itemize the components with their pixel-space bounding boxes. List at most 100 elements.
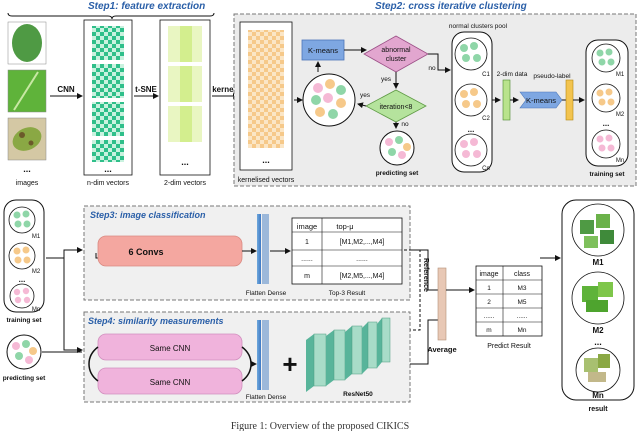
left-training-label: training set [6, 317, 42, 324]
dots: ... [468, 125, 475, 134]
result-m1-leaves [580, 214, 614, 248]
arrow-no [428, 53, 451, 73]
mn-points [596, 134, 615, 152]
result-m2-label: M2 [592, 326, 604, 335]
predict-cell: m [486, 327, 491, 334]
kmeans2-label: K-means [526, 96, 556, 105]
arrow [410, 249, 438, 291]
same-cnn-label-1: Same CNN [150, 344, 191, 353]
result-label: result [588, 406, 608, 413]
m1-label: M1 [616, 72, 625, 78]
arrow [410, 319, 438, 365]
dots: ... [181, 157, 189, 167]
left-m2-points [13, 246, 31, 264]
predict-cell: 1 [487, 285, 491, 292]
left-cluster-mn [9, 283, 35, 309]
cluster-cn [454, 133, 488, 167]
left-m1-points [13, 210, 31, 228]
disease-spot-icon [28, 140, 34, 146]
ndim-vector [92, 140, 124, 162]
arrow [46, 257, 83, 353]
predict-cell: Mn [517, 327, 526, 334]
ndim-vector [92, 102, 124, 136]
dots: ... [262, 155, 270, 165]
dots: ... [19, 275, 26, 284]
twodim-vector-stripe [180, 26, 192, 62]
tsne-label: t-SNE [135, 85, 157, 94]
left-cluster-m1 [8, 206, 36, 234]
result-mn-label: Mn [592, 391, 604, 400]
result-cluster-m1 [571, 203, 625, 257]
ndim-vector [92, 26, 124, 60]
training-cluster-mn [591, 129, 621, 159]
arrow-yes [357, 102, 367, 109]
flatten-layer [257, 320, 261, 390]
pseudo-label: pseudo-label [533, 73, 571, 80]
predict-cell: M3 [517, 285, 526, 292]
predict-cell: ...... [517, 313, 528, 320]
cluster-c2 [454, 83, 488, 117]
reference-label: Reference [422, 258, 429, 292]
result-mn-leaves [584, 354, 610, 382]
flatten-dense-label: Flatten Dense [246, 290, 287, 297]
disease-spot-icon [19, 132, 25, 138]
flatten-layer [257, 214, 261, 284]
predicting-points [385, 136, 411, 159]
same-cnn-label-2: Same CNN [150, 378, 191, 387]
top3-table [291, 217, 403, 285]
training-cluster-m1 [591, 43, 621, 73]
average-bar [437, 267, 447, 341]
no-label: no [401, 121, 409, 128]
step1-title: Step1: feature extraction [88, 1, 205, 12]
training-set-label: training set [589, 171, 625, 178]
cluster-c1 [454, 37, 488, 71]
left-m1-label: M1 [32, 234, 41, 240]
leaf-vein-icon [13, 71, 39, 111]
step1-brace [7, 12, 215, 20]
kmeans-label: K-means [308, 46, 338, 55]
resnet-blocks [306, 317, 391, 392]
twodim-label: 2-dim vectors [164, 180, 207, 187]
table-cell: 1 [305, 239, 309, 246]
ndim-label: n-dim vectors [87, 180, 130, 187]
iteration-label: iteration<8 [380, 104, 413, 111]
cnn-label: CNN [57, 85, 75, 94]
cn-points [460, 138, 481, 158]
left-mn-label: Mn [32, 307, 40, 313]
predict-header-image: image [479, 271, 498, 278]
twodim-data-label: 2-dim data [497, 71, 528, 78]
table-cell: [M2,M5,...,M4] [340, 273, 385, 280]
arrow [46, 247, 83, 259]
leaf-icon-1 [12, 24, 42, 62]
six-convs-label: 6 Convs [128, 247, 163, 257]
predict-table [475, 265, 543, 337]
predict-header-class: class [514, 271, 530, 278]
step4-title: Step4: similarity measurements [88, 316, 224, 326]
cn-label: Cn [482, 166, 490, 172]
training-cluster-m2 [591, 83, 621, 113]
resnet-label: ResNet50 [343, 391, 373, 398]
m2-label: M2 [616, 112, 625, 118]
left-cluster-m2 [8, 242, 36, 270]
dense-layer [262, 320, 269, 390]
predict-cell: M5 [517, 299, 526, 306]
images-label: images [16, 180, 39, 187]
predict-cell: ...... [484, 313, 495, 320]
figure-caption: Figure 1: Overview of the proposed CIKIC… [231, 421, 409, 431]
kernelised-vector [248, 30, 284, 148]
no-label: no [428, 65, 436, 72]
six-convs-box [97, 235, 243, 267]
top3-result-label: Top-3 Result [329, 290, 366, 297]
kmeans-arrow-box [519, 91, 563, 109]
siamese-link [88, 346, 99, 382]
m1-points [596, 48, 615, 66]
mixed-points [311, 79, 346, 119]
c1-label: C1 [482, 72, 490, 78]
dots: ... [594, 337, 602, 347]
predict-result-label: Predict Result [487, 343, 531, 350]
average-label: Average [427, 345, 456, 354]
yes-label: yes [381, 76, 392, 83]
left-m2-label: M2 [32, 269, 41, 275]
table-header-image: image [297, 222, 317, 231]
